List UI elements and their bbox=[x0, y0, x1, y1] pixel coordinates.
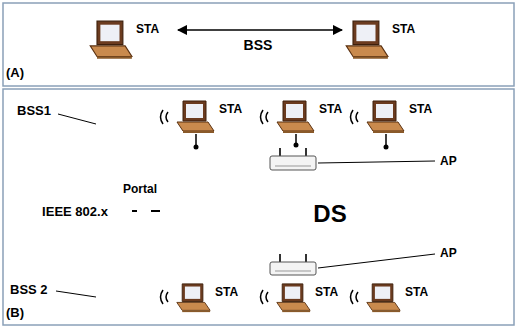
antenna-pin bbox=[385, 134, 387, 145]
node-label: STA bbox=[405, 285, 428, 299]
ap-box bbox=[270, 262, 316, 275]
bss-ellipse: BSS STA STA bbox=[8, 8, 508, 82]
leader-lines bbox=[56, 114, 435, 297]
station: STA bbox=[273, 98, 355, 138]
outline-shape bbox=[10, 10, 507, 81]
node-label: IEEE 802.x bbox=[42, 204, 108, 220]
station: STA bbox=[173, 281, 253, 315]
outline-shape bbox=[97, 272, 504, 323]
access-point: AP bbox=[268, 258, 318, 278]
laptop-icon bbox=[177, 284, 210, 312]
ap-detail bbox=[275, 166, 311, 167]
access-point-device bbox=[270, 254, 316, 275]
antenna-dot bbox=[194, 145, 199, 150]
node-label: STA bbox=[409, 102, 432, 116]
node-outline bbox=[95, 91, 505, 163]
external-network: IEEE 802.x bbox=[18, 198, 132, 226]
ap-antenna bbox=[279, 148, 281, 156]
node-label: AP bbox=[440, 154, 457, 168]
panel-frame bbox=[3, 89, 514, 325]
leader-line bbox=[56, 291, 96, 297]
laptop-icon bbox=[277, 284, 310, 312]
ap-box bbox=[270, 156, 316, 170]
node-label: STA bbox=[315, 285, 338, 299]
station: STA bbox=[342, 16, 434, 70]
radio-waves bbox=[161, 110, 169, 124]
node-label: DS bbox=[313, 200, 346, 227]
panel-label: (A) bbox=[6, 66, 24, 80]
portal-link bbox=[151, 210, 160, 212]
station: STA bbox=[273, 281, 353, 315]
station: STA bbox=[363, 98, 445, 138]
outline-shape bbox=[138, 201, 150, 221]
node-label: STA bbox=[219, 102, 242, 116]
antenna-dots bbox=[194, 143, 389, 150]
antenna-pin bbox=[295, 134, 297, 143]
radio-waves bbox=[261, 110, 269, 124]
node-outline bbox=[95, 270, 505, 324]
laptop-icon bbox=[90, 21, 132, 59]
outline-shape bbox=[156, 153, 504, 273]
panel-label: (B) bbox=[6, 306, 24, 320]
outline-shape bbox=[20, 200, 131, 225]
antenna-dot bbox=[294, 143, 299, 148]
double-arrow bbox=[178, 29, 342, 31]
node-label: BSS bbox=[244, 37, 273, 54]
ap-antenna bbox=[305, 254, 307, 262]
antenna-pin bbox=[195, 134, 197, 145]
leader-line bbox=[318, 254, 435, 268]
radio-waves bbox=[351, 110, 359, 124]
laptop-icon bbox=[346, 21, 388, 59]
leader-line bbox=[58, 114, 96, 124]
node-label: STA bbox=[392, 22, 415, 36]
laptop-icon bbox=[177, 101, 214, 133]
access-point: AP bbox=[268, 152, 318, 172]
node-label: Portal bbox=[123, 182, 157, 196]
laptop-icon bbox=[277, 101, 314, 133]
laptop-icon bbox=[367, 284, 400, 312]
radio-waves bbox=[261, 290, 269, 304]
wireless-pins bbox=[161, 110, 387, 304]
radio-waves bbox=[161, 290, 169, 304]
node-label: STA bbox=[215, 285, 238, 299]
portal-box: Portal bbox=[137, 200, 151, 222]
ap-antenna bbox=[305, 148, 307, 156]
access-point-device bbox=[270, 148, 316, 170]
node-label: AP bbox=[440, 246, 457, 260]
station: STA bbox=[86, 16, 178, 70]
node-label: STA bbox=[319, 102, 342, 116]
bss-ellipse: BSS 2STASTASTA bbox=[95, 270, 505, 324]
node-outline bbox=[137, 200, 151, 222]
antenna-dot bbox=[384, 145, 389, 150]
station: STA bbox=[173, 98, 255, 138]
outline-shape bbox=[97, 93, 504, 162]
ap-detail bbox=[275, 271, 311, 272]
panel-frame bbox=[3, 3, 514, 86]
station: STA bbox=[363, 281, 443, 315]
ap-antenna bbox=[279, 254, 281, 262]
node-label: BSS1 bbox=[17, 103, 51, 119]
leader-line bbox=[318, 161, 435, 163]
node-label: BSS 2 bbox=[10, 282, 48, 298]
laptop-icon bbox=[367, 101, 404, 133]
radio-waves bbox=[351, 290, 359, 304]
node-label: STA bbox=[136, 22, 159, 36]
link-line bbox=[132, 210, 137, 212]
bss-ellipse: BSS1STASTASTA bbox=[95, 91, 505, 163]
